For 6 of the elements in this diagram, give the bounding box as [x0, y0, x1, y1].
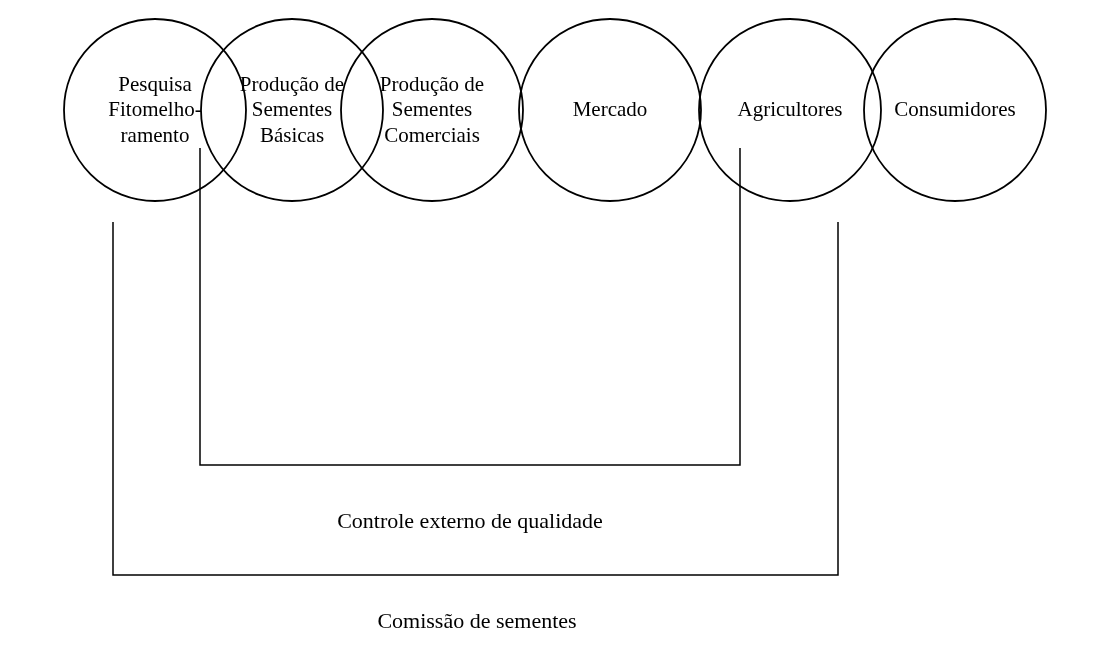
circle-label: Produção de Sementes Comerciais: [378, 72, 486, 148]
circle-label: Agricultores: [737, 97, 843, 123]
bracket-label: Controle externo de qualidade: [337, 508, 603, 534]
bracket-label: Comissão de sementes: [377, 608, 577, 634]
circle-label: Consumidores: [894, 97, 1016, 123]
circle-label: Mercado: [572, 97, 648, 123]
